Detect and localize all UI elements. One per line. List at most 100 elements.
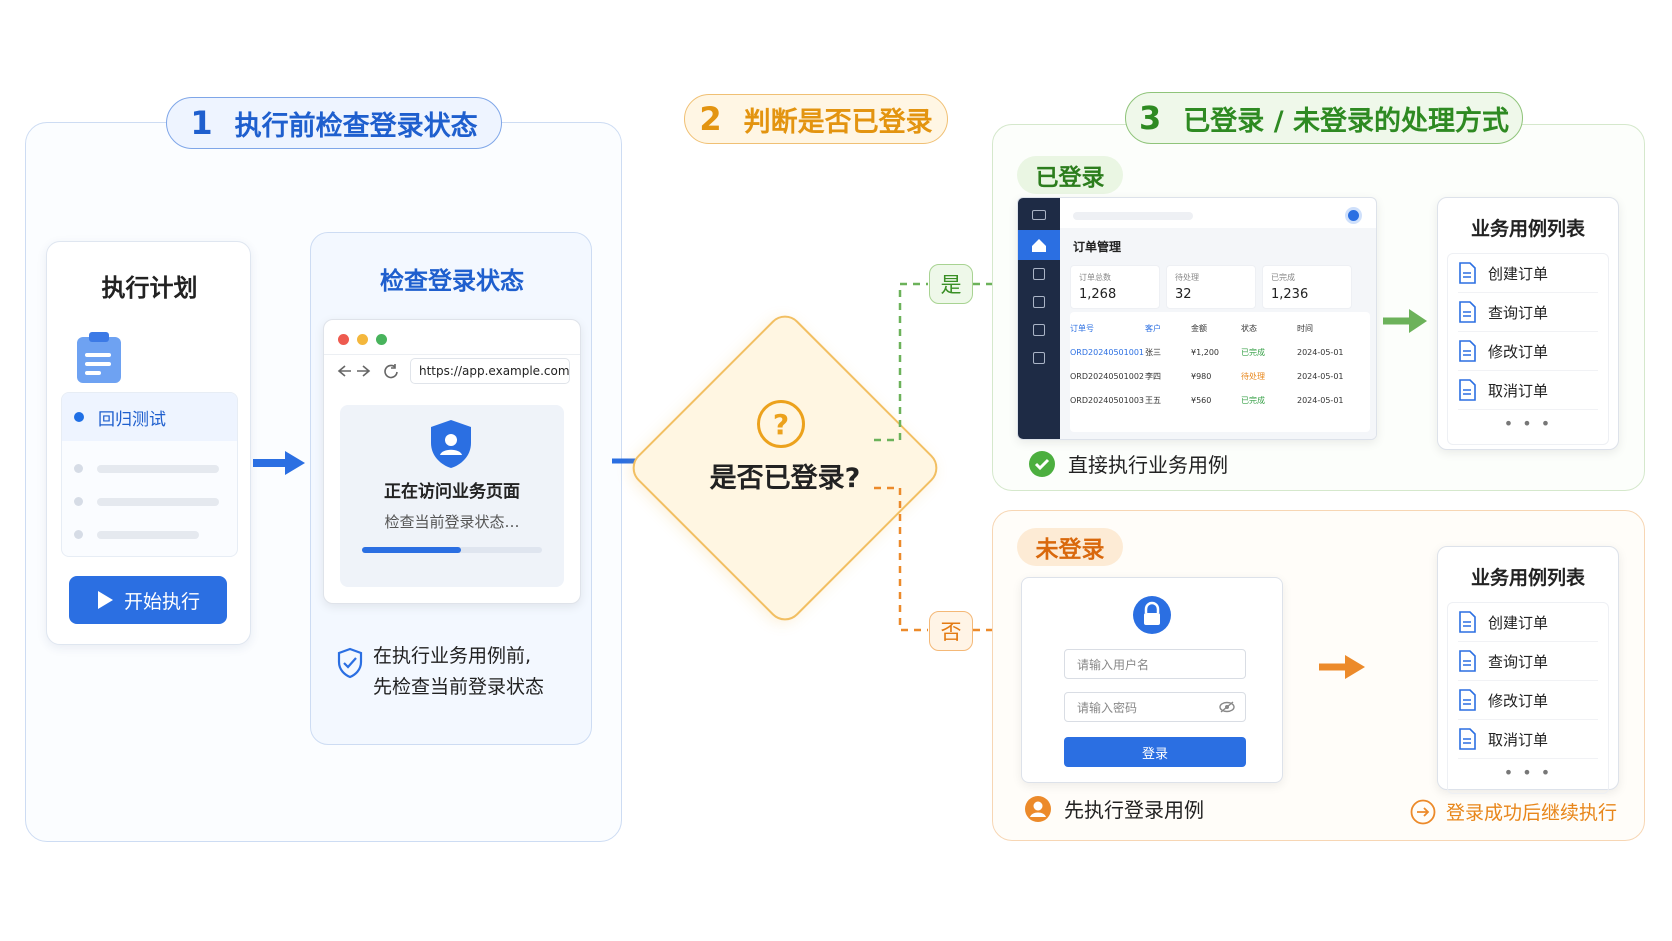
- sidebar-item-users[interactable]: [1033, 324, 1045, 336]
- status-cell: 已完成: [1241, 395, 1265, 405]
- stat-value: 1,236: [1271, 287, 1309, 302]
- cell: 2024-05-01: [1297, 347, 1344, 357]
- decision-connectors: [874, 278, 1004, 636]
- sidebar-item-reports[interactable]: [1033, 296, 1045, 308]
- user-circle-icon: [1025, 795, 1051, 822]
- sidebar-item-home[interactable]: [1018, 230, 1060, 260]
- stat-card: 已完成 1,236: [1262, 265, 1352, 309]
- usecase-item[interactable]: 查询订单: [1458, 642, 1598, 681]
- test-plan-list: 回归测试: [61, 392, 238, 557]
- document-icon: [1459, 340, 1476, 362]
- avatar[interactable]: [1345, 207, 1362, 224]
- eye-off-icon[interactable]: [1219, 701, 1235, 713]
- usecase-label: 取消订单: [1488, 381, 1549, 400]
- usecase-item[interactable]: 创建订单: [1458, 603, 1598, 642]
- note-line1: 在执行业务用例前,: [373, 645, 532, 667]
- play-icon: [97, 591, 113, 609]
- table-row[interactable]: ORD20240501002 李四 ¥980 待处理 2024-05-01: [1070, 364, 1370, 388]
- plan-title: 执行计划: [101, 274, 198, 302]
- browser-window: https://app.example.com 正在访问业务页面 检查当前登录状…: [323, 319, 581, 604]
- username-input[interactable]: 请输入用户名: [1064, 649, 1246, 679]
- start-execution-button[interactable]: 开始执行: [69, 576, 227, 624]
- sidebar-item-settings[interactable]: [1033, 352, 1045, 364]
- login-button[interactable]: 登录: [1064, 737, 1246, 767]
- status-title: 正在访问业务页面: [384, 482, 520, 502]
- yes-label: 是: [929, 264, 973, 304]
- nav-controls: [337, 364, 398, 379]
- logged-in-caption-text: 直接执行业务用例: [1068, 453, 1228, 477]
- table-header: 订单号 客户 金额 状态 时间: [1070, 316, 1370, 340]
- usecase-item[interactable]: 修改订单: [1458, 332, 1598, 371]
- step1-title: 执行前检查登录状态: [234, 110, 478, 142]
- table-row[interactable]: ORD20240501003 王五 ¥560 已完成 2024-05-01: [1070, 388, 1370, 412]
- list-item-regression[interactable]: 回归测试: [62, 393, 237, 441]
- status-subtitle: 检查当前登录状态…: [384, 513, 520, 531]
- continue-caption-text: 登录成功后继续执行: [1446, 802, 1618, 824]
- usecase-item[interactable]: 创建订单: [1458, 254, 1598, 293]
- column-header: 订单号: [1070, 323, 1094, 333]
- document-icon: [1459, 611, 1476, 633]
- sidebar-item-orders[interactable]: [1033, 268, 1045, 280]
- step3-header: 3 已登录 / 未登录的处理方式: [1125, 92, 1523, 144]
- usecase-item[interactable]: 查询订单: [1458, 293, 1598, 332]
- search-bar[interactable]: [1073, 212, 1193, 220]
- progress-bar: [362, 547, 542, 553]
- maximize-dot-icon[interactable]: [376, 334, 387, 345]
- logged-in-caption: 直接执行业务用例: [1028, 449, 1228, 478]
- note-line2: 先检查当前登录状态: [373, 676, 545, 698]
- shield-user-icon: [431, 420, 471, 468]
- window-controls: [338, 334, 387, 345]
- minimize-dot-icon[interactable]: [357, 334, 368, 345]
- more-icon[interactable]: • • •: [1503, 414, 1553, 433]
- usecase-label: 查询订单: [1488, 652, 1549, 671]
- password-placeholder: 请输入密码: [1077, 700, 1138, 715]
- password-input[interactable]: 请输入密码: [1064, 692, 1246, 722]
- usecase-label: 创建订单: [1488, 264, 1549, 283]
- home-icon: [1032, 239, 1046, 252]
- usecase-label: 创建订单: [1488, 613, 1549, 632]
- usecase-item[interactable]: 修改订单: [1458, 681, 1598, 720]
- cell: ¥1,200: [1191, 347, 1219, 357]
- dashboard-sidebar: [1018, 198, 1060, 439]
- decision-question: 是否已登录?: [709, 463, 861, 494]
- usecase-item[interactable]: 取消订单: [1458, 720, 1598, 759]
- list-item-label: 回归测试: [98, 409, 166, 430]
- cell: 2024-05-01: [1297, 395, 1344, 405]
- login-first-caption: 先执行登录用例: [1024, 794, 1204, 823]
- lock-icon: [1133, 596, 1171, 634]
- cell: ¥560: [1191, 395, 1212, 405]
- divider: [324, 354, 580, 355]
- usecase-label: 修改订单: [1488, 342, 1549, 361]
- stat-label: 订单总数: [1079, 273, 1111, 282]
- table-row[interactable]: ORD20240501001 张三 ¥1,200 已完成 2024-05-01: [1070, 340, 1370, 364]
- not-logged-in-tag: 未登录: [1017, 528, 1123, 566]
- menu-icon[interactable]: [1032, 210, 1046, 220]
- arrow-right-icon: [253, 451, 305, 475]
- usecase-list-title: 业务用例列表: [1470, 567, 1585, 589]
- continue-caption: 登录成功后继续执行: [1410, 798, 1617, 825]
- refresh-icon: [384, 364, 398, 379]
- close-dot-icon[interactable]: [338, 334, 349, 345]
- list-item-placeholder: [74, 464, 219, 473]
- column-header: 时间: [1297, 323, 1313, 333]
- cell: 张三: [1145, 347, 1161, 357]
- usecase-label: 取消订单: [1488, 730, 1549, 749]
- plan-card: 执行计划 回归测试 开始执行: [46, 241, 251, 645]
- stat-label: 已完成: [1271, 273, 1295, 282]
- step2-header: 2 判断是否已登录: [684, 94, 948, 144]
- check-title: 检查登录状态: [380, 267, 524, 295]
- clipboard-icon: [75, 331, 123, 385]
- address-bar[interactable]: https://app.example.com: [410, 358, 570, 384]
- list-item-placeholder: [74, 530, 199, 539]
- status-cell: 待处理: [1241, 371, 1265, 381]
- list-item-placeholder: [74, 497, 219, 506]
- more-icon[interactable]: • • •: [1503, 763, 1553, 782]
- document-icon: [1459, 728, 1476, 750]
- usecase-item[interactable]: 取消订单: [1458, 371, 1598, 410]
- document-icon: [1459, 262, 1476, 284]
- usecase-list-card: 业务用例列表 创建订单 查询订单 修改订单 取消订单 • • •: [1437, 197, 1619, 450]
- step2-number: 2: [699, 100, 722, 138]
- document-icon: [1459, 379, 1476, 401]
- back-icon: [337, 365, 351, 377]
